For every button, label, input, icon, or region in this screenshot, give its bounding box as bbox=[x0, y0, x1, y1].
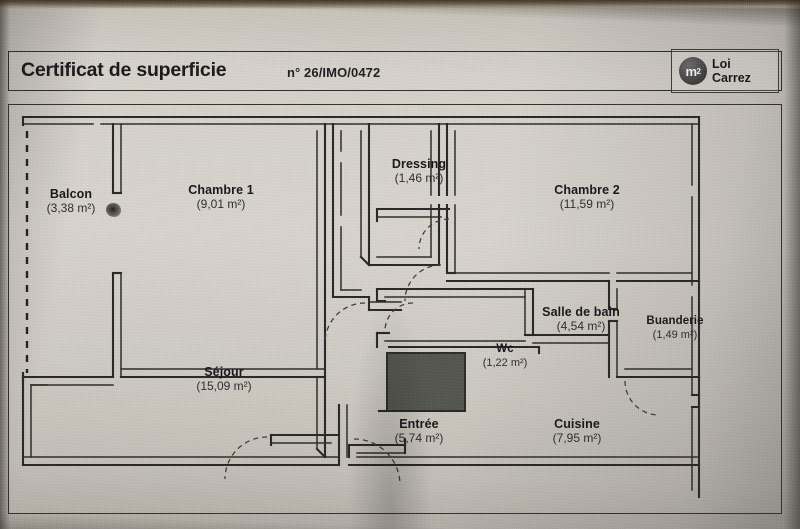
room-name: Wc bbox=[496, 343, 514, 355]
room-name: Salle de bain bbox=[542, 305, 620, 319]
certificate-reference: n° 26/IMO/0472 bbox=[287, 65, 381, 80]
room-name: Balcon bbox=[49, 187, 93, 201]
room-area: (1,49 m²) bbox=[652, 328, 698, 341]
logo-text: Loi Carrez bbox=[712, 57, 751, 85]
room-label-cuisine: Cuisine (7,95 m²) bbox=[553, 417, 602, 445]
document-title-bar: Certificat de superficie n° 26/IMO/0472 … bbox=[8, 49, 782, 93]
room-label-wc: Wc (1,22 m²) bbox=[483, 343, 528, 369]
room-label-sejour: Séjour (15,09 m²) bbox=[196, 365, 251, 393]
room-area: (5,74 m²) bbox=[394, 431, 444, 445]
room-label-buanderie: Buanderie (1,49 m²) bbox=[646, 315, 703, 341]
photo-left-edge bbox=[0, 0, 10, 529]
room-area: (15,09 m²) bbox=[196, 379, 252, 393]
logo-line-1: Loi bbox=[712, 57, 731, 71]
room-area: (1,46 m²) bbox=[394, 171, 444, 185]
floor-plan-frame: .w { fill:none; stroke:#262626; stroke-w… bbox=[8, 104, 782, 514]
room-area: (3,38 m²) bbox=[46, 201, 96, 215]
room-area: (9,01 m²) bbox=[196, 197, 246, 211]
photo-right-edge bbox=[784, 0, 800, 529]
room-name: Cuisine bbox=[554, 417, 600, 431]
room-area: (1,22 m²) bbox=[482, 356, 528, 369]
floor-plan-drawing: .w { fill:none; stroke:#262626; stroke-w… bbox=[21, 115, 701, 499]
room-area: (11,59 m²) bbox=[559, 197, 615, 211]
room-label-chambre-2: Chambre 2 (11,59 m²) bbox=[554, 183, 620, 211]
photo-top-edge bbox=[0, 0, 800, 9]
room-area: (4,54 m²) bbox=[556, 319, 606, 333]
logo-line-2: Carrez bbox=[712, 71, 751, 85]
room-name: Séjour bbox=[204, 365, 244, 379]
page-title: Certificat de superficie bbox=[21, 59, 227, 81]
room-label-entree: Entrée (5,74 m²) bbox=[395, 417, 444, 445]
room-label-dressing: Dressing (1,46 m²) bbox=[392, 157, 446, 185]
room-area: (7,95 m²) bbox=[552, 431, 602, 445]
room-name: Chambre 2 bbox=[554, 183, 620, 197]
room-label-salle-de-bain: Salle de bain (4,54 m²) bbox=[542, 305, 620, 333]
room-name: Chambre 1 bbox=[188, 183, 254, 197]
room-label-balcon: Balcon (3,38 m²) bbox=[47, 187, 96, 215]
room-label-chambre-1: Chambre 1 (9,01 m²) bbox=[188, 183, 254, 211]
room-name: Buanderie bbox=[646, 315, 704, 327]
room-name: Dressing bbox=[391, 157, 447, 171]
room-name: Entrée bbox=[399, 417, 439, 431]
